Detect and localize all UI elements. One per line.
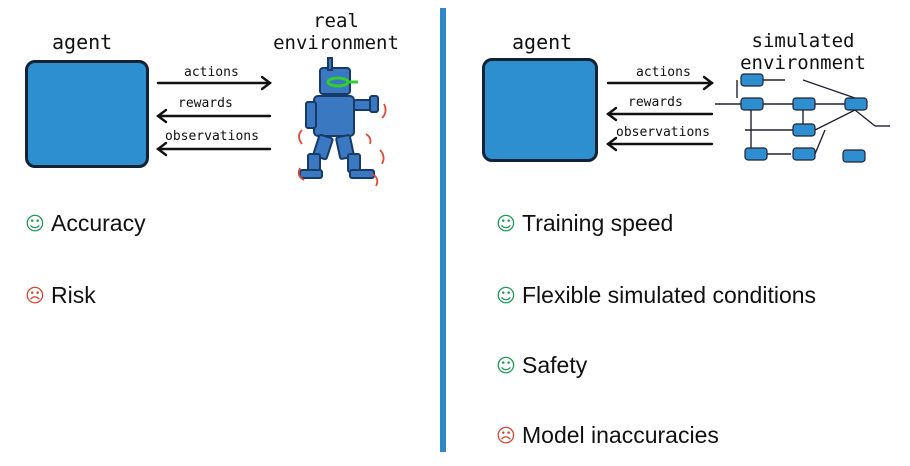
right-pro-item-2: ☺ Safety — [496, 352, 587, 379]
left-pro-item-0-text: Accuracy — [51, 210, 146, 236]
left-con-item-0: ☹ Risk — [25, 282, 96, 309]
left-observations-label: observations — [165, 129, 259, 144]
right-env-label-line1: simulated — [751, 30, 855, 52]
left-actions-label: actions — [184, 65, 239, 80]
right-rewards-label: rewards — [628, 95, 683, 110]
right-env-label: simulated environment — [734, 30, 872, 74]
left-rewards-label: rewards — [178, 96, 233, 111]
simulated-network-icon — [715, 73, 890, 163]
smiley-face-icon: ☺ — [496, 354, 516, 377]
frowny-face-icon: ☹ — [496, 424, 516, 447]
frowny-face-icon: ☹ — [25, 284, 45, 307]
smiley-face-icon: ☺ — [25, 212, 45, 235]
robot-icon — [297, 57, 387, 187]
right-pro-item-0-text: Training speed — [522, 210, 674, 236]
left-con-item-0-text: Risk — [51, 282, 96, 308]
right-actions-label: actions — [636, 65, 691, 80]
right-pro-item-0: ☺ Training speed — [496, 210, 673, 237]
right-agent-box — [482, 58, 598, 162]
right-observations-label: observations — [616, 125, 710, 140]
right-con-item-0: ☹ Model inaccuracies — [496, 422, 719, 449]
left-pro-item-0: ☺ Accuracy — [25, 210, 146, 237]
right-arrows — [606, 75, 714, 152]
left-env-label-line1: real — [313, 10, 359, 32]
left-env-label: real environment — [268, 10, 404, 54]
smiley-face-icon: ☺ — [496, 212, 516, 235]
smiley-face-icon: ☺ — [496, 284, 516, 307]
left-arrows — [156, 75, 272, 157]
right-pro-item-2-text: Safety — [522, 352, 588, 378]
panel-divider — [440, 8, 446, 452]
right-pro-item-1: ☺ Flexible simulated conditions — [496, 282, 816, 309]
left-env-label-line2: environment — [273, 32, 399, 54]
left-agent-label: agent — [52, 30, 113, 54]
right-agent-label: agent — [512, 30, 573, 54]
right-con-item-0-text: Model inaccuracies — [522, 422, 719, 448]
left-agent-box — [25, 60, 149, 168]
right-pro-item-1-text: Flexible simulated conditions — [522, 282, 817, 308]
right-env-label-line2: environment — [740, 52, 866, 74]
